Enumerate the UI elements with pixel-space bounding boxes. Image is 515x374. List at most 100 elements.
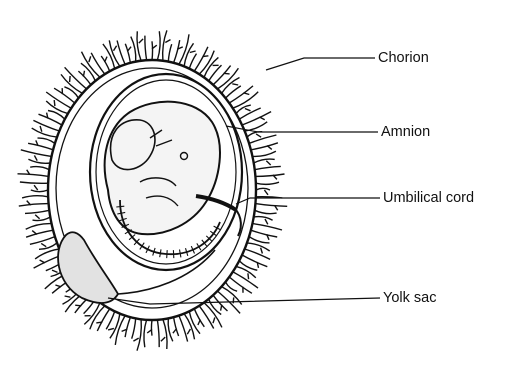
chorion-villus	[18, 174, 49, 177]
chorion-villus-branch	[54, 100, 55, 106]
chorion-villus-branch	[260, 117, 265, 120]
chorion-villus	[152, 41, 153, 60]
chorion-villus	[229, 86, 253, 103]
chorion-villus	[253, 151, 276, 156]
somite-tick	[167, 250, 168, 258]
chorion-villus	[255, 166, 281, 169]
umbilical-cord-label: Umbilical cord	[383, 191, 474, 206]
yolk-sac	[58, 232, 118, 303]
somite-tick	[180, 250, 181, 258]
somite-tick	[160, 249, 161, 257]
chorion-villus	[28, 143, 53, 150]
chorion-villus	[46, 101, 68, 114]
chorion-villus	[39, 114, 62, 125]
chorion-villus	[174, 40, 180, 63]
chorion-villus	[256, 182, 279, 184]
chorion-villus	[26, 230, 53, 237]
chorion-villus-branch	[114, 46, 117, 51]
chorion-villus-branch	[261, 248, 263, 254]
chorion-villus-branch	[55, 285, 61, 287]
chorion-villus	[28, 159, 50, 163]
chorion-villus-branch	[256, 134, 261, 137]
chorion-villus	[21, 150, 52, 157]
chorion-villus-branch	[139, 39, 143, 43]
chorion-villus-branch	[35, 215, 39, 219]
chorion-villus-branch	[108, 328, 114, 330]
chorion-villus	[38, 138, 55, 143]
chorion-villus	[33, 217, 51, 221]
chorion-villus	[110, 314, 120, 339]
chorion-villus-branch	[187, 329, 190, 334]
chorion-villus	[213, 66, 231, 85]
chorion-villus-branch	[245, 109, 251, 111]
chorion-villus	[255, 204, 287, 207]
chorion-villus	[249, 237, 269, 243]
chorion-villus	[125, 317, 130, 337]
chorion-villus-branch	[173, 329, 177, 334]
chorion-villus	[117, 41, 125, 65]
chorion-villus-branch	[133, 338, 138, 341]
amnion-leader-line	[226, 126, 378, 132]
chorion-villus	[101, 56, 110, 71]
chorion-villus-branch	[105, 57, 107, 63]
chorion-villus	[31, 190, 48, 192]
chorion-villus-branch	[198, 320, 200, 325]
chorion-villus-branch	[34, 185, 38, 190]
yolk-sac-label: Yolk sac	[383, 291, 436, 306]
chorion-villus	[233, 272, 258, 288]
chorion-villus-branch	[70, 76, 71, 82]
chorion-villus-branch	[89, 56, 91, 62]
chorion-villus	[145, 36, 147, 61]
chorion-villus	[151, 320, 152, 336]
chorion-villus-branch	[41, 243, 46, 246]
chorion-villus	[204, 57, 218, 77]
chorion-villus-branch	[40, 260, 45, 263]
chorion-villus	[30, 237, 55, 245]
chorion-villus	[189, 54, 196, 69]
chorion-villus-branch	[264, 190, 268, 195]
chorion-villus	[168, 318, 173, 341]
chorion-label: Chorion	[378, 51, 429, 66]
chorion-villus	[157, 31, 160, 60]
chorion-villus-branch	[96, 322, 102, 323]
chorion-villus	[209, 299, 222, 315]
chorion-villus	[179, 316, 188, 342]
chorion-villus-branch	[203, 56, 209, 57]
chorion-villus-branch	[161, 337, 165, 341]
chorion-villus	[163, 30, 167, 60]
chorion-villus-branch	[65, 296, 71, 297]
chorion-villus	[106, 311, 115, 329]
chorion-villus	[103, 44, 115, 69]
chorion-villus	[144, 320, 147, 347]
chorion-villus	[22, 196, 48, 198]
chorion-villus-branch	[165, 40, 170, 43]
yolk-sac-leader-line	[108, 298, 380, 304]
chorion-villus	[65, 67, 87, 89]
chorion-villus	[251, 143, 278, 150]
chorion-villus-branch	[248, 273, 249, 279]
chorion-villus-branch	[232, 84, 238, 85]
chorion-villus	[137, 31, 141, 60]
chorion-villus	[137, 319, 141, 350]
chorion-villus	[251, 230, 277, 237]
chorion-villus	[254, 159, 275, 163]
chorion-villus	[239, 108, 261, 119]
chorion-villus	[249, 135, 276, 143]
chorion-villus-branch	[34, 155, 37, 160]
chorion-villus	[254, 217, 273, 221]
chorion-villus-branch	[83, 71, 84, 77]
chorion-villus	[125, 44, 130, 63]
chorion-villus	[229, 277, 252, 293]
chorion-villus	[26, 224, 52, 230]
chorion-villus	[25, 210, 49, 213]
chorion-villus	[256, 188, 270, 190]
chorion-villus	[46, 92, 71, 108]
chorion-villus-branch	[213, 318, 215, 324]
chorion-villus	[255, 210, 277, 213]
chorion-villus	[131, 37, 136, 62]
chorion-villus	[199, 306, 214, 329]
chorion-villus	[19, 204, 49, 207]
chorion-villus-branch	[52, 270, 58, 272]
